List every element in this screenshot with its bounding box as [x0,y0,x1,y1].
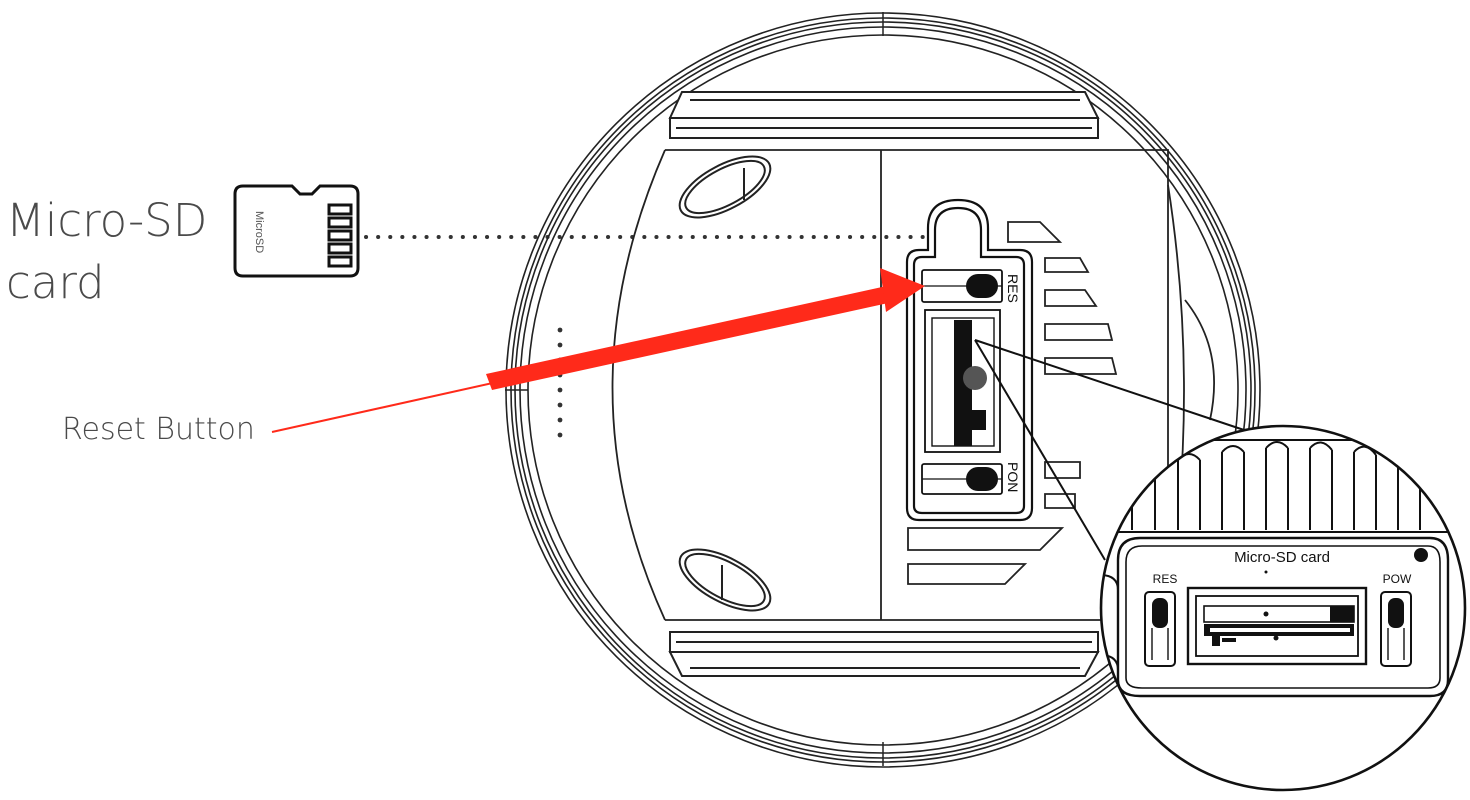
zoom-pow-label: POW [1383,572,1412,586]
mount-hole-top [678,155,772,219]
zoom-res-label: RES [1153,572,1178,586]
zoom-callout-lines [974,339,1251,561]
device-res-label: RES [1005,274,1021,303]
microsd-card-icon: MicroSD [233,184,360,278]
top-bar [668,91,1100,139]
zoom-title-label: Micro-SD card [1234,549,1330,566]
reset-arrow [271,268,925,433]
zoom-circle: Micro-SD card RES POW [1099,424,1467,792]
reset-switch [921,269,1003,303]
microsd-card-text: MicroSD [253,211,265,253]
bottom-bar [668,631,1100,677]
sd-slot [924,309,1001,453]
speaker-holes [557,327,563,438]
power-switch [921,463,1003,495]
device-pon-label: PON [1005,462,1021,492]
mount-hole-bottom [678,548,772,612]
microsd-callout-label: Micro-SD card [6,194,208,309]
reset-callout-label: Reset Button [62,412,255,447]
side-fins [907,221,1118,585]
